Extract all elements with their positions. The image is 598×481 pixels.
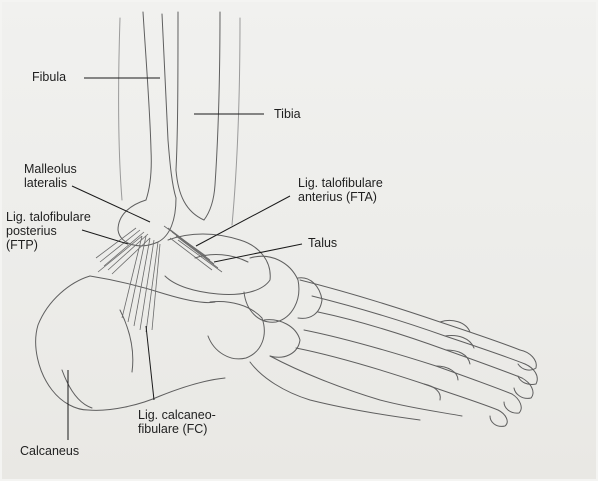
talus-bone [165, 234, 270, 294]
label-fc: Lig. calcaneo- fibulare (FC) [138, 408, 216, 436]
label-ftp-line3: (FTP) [6, 238, 91, 252]
label-malleolus-line1: Malleolus [24, 162, 77, 176]
label-ftp-line1: Lig. talofibulare [6, 210, 91, 224]
calcaneus-bone [36, 276, 225, 410]
label-fc-line1: Lig. calcaneo- [138, 408, 216, 422]
label-ftp: Lig. talofibulare posterius (FTP) [6, 210, 91, 252]
metatarsal-bones [250, 280, 525, 420]
label-fta-line1: Lig. talofibulare [298, 176, 383, 190]
label-ftp-line2: posterius [6, 224, 91, 238]
leader-fta [196, 196, 290, 246]
phalanx-bones [424, 320, 537, 426]
label-fc-line2: fibulare (FC) [138, 422, 216, 436]
label-tibia: Tibia [274, 107, 301, 121]
label-fta-line2: anterius (FTA) [298, 190, 383, 204]
label-calcaneus: Calcaneus [20, 444, 79, 458]
leader-fc [146, 326, 154, 400]
label-fta: Lig. talofibulare anterius (FTA) [298, 176, 383, 204]
label-fibula: Fibula [32, 70, 66, 84]
label-malleolus-lateralis: Malleolus lateralis [24, 162, 77, 190]
label-talus: Talus [308, 236, 337, 250]
tarsal-bones [208, 256, 322, 359]
label-malleolus-line2: lateralis [24, 176, 77, 190]
tibia-bone [176, 12, 220, 220]
leader-talus [214, 244, 302, 262]
